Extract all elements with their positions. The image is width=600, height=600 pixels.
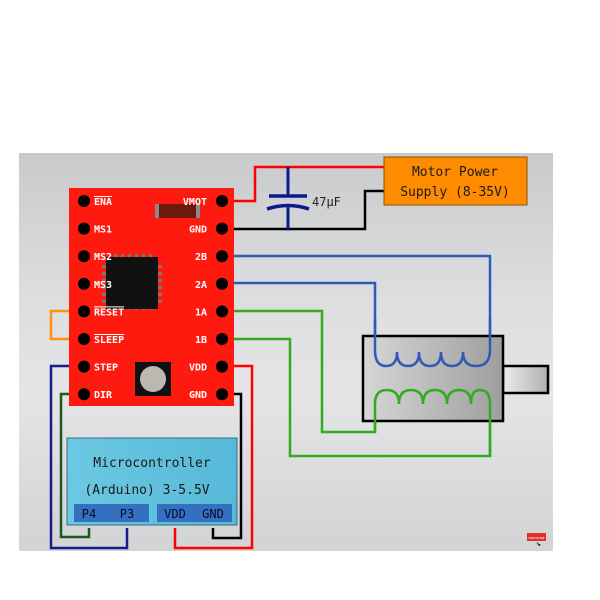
capacitor-label: 47µF [312,195,341,209]
power-supply-line1: Motor Power [412,165,498,180]
pin-label-ms2: MS2 [94,252,112,263]
pin-label-ena: ENA [94,197,112,208]
pin-2b-2[interactable] [216,250,228,263]
pin-label-1b: 1B [195,335,207,346]
pin-reset[interactable] [78,305,90,318]
subscribe-label: SUBSCRIBE [528,536,544,540]
cursor-icon [536,542,541,546]
capacitor: 47µF [266,194,341,211]
power-supply-line2: Supply (8-35V) [400,185,510,200]
wire-reset-sleep [49,309,84,341]
microcontroller: Microcontroller (Arduino) 3-5.5V P4 P3 V… [66,437,238,526]
coil-a [373,388,492,456]
pin-label-vmot: VMOT [183,197,207,208]
wire-gnd-motor [222,189,386,231]
wire-step [49,364,129,550]
pin-vmot-0[interactable] [216,195,228,207]
pin-ms1[interactable] [78,222,90,235]
wire-dir [59,392,91,539]
pin-gnd-7[interactable] [216,388,228,401]
pin-label-ms1: MS1 [94,225,112,236]
pin-2a-3[interactable] [216,277,228,290]
subscribe-badge[interactable]: SUBSCRIBE [527,533,546,546]
resistor [155,204,200,218]
pin-vdd-6[interactable] [216,360,228,373]
wire-vdd [173,364,254,550]
pin-gnd-1[interactable] [216,222,228,235]
pin-ms3[interactable] [78,277,90,290]
mcu-pin-strip-right [157,504,232,522]
pin-label-ms3: MS3 [94,280,112,291]
wire-2a [222,281,377,355]
pin-1a-4[interactable] [216,305,228,318]
wire-vmot [222,165,386,203]
mcu-pin-gnd: GND [202,507,224,521]
pin-dir[interactable] [78,388,90,401]
pin-label-reset: RESET [94,307,124,318]
motor-shaft [501,364,550,395]
capacitor-plate-bottom [266,203,310,211]
pin-label-2a: 2A [195,280,207,291]
pin-ms2[interactable] [78,250,90,263]
mcu-subtitle: (Arduino) 3-5.5V [84,483,209,498]
pin-label-step: STEP [94,363,118,374]
pin-label-vdd: VDD [189,363,207,374]
pin-label-gnd: GND [189,225,207,236]
mcu-pin-p4: P4 [82,507,96,521]
mcu-pin-vdd: VDD [164,507,186,521]
wire-gnd-logic [211,392,243,540]
mcu-pin-strip-left [74,504,149,522]
pin-label-1a: 1A [195,307,207,318]
pin-ena[interactable] [78,195,90,207]
pin-label-dir: DIR [94,390,113,401]
pin-label-2b: 2B [195,252,207,263]
pin-label-sleep: SLEEP [94,335,124,346]
pin-step[interactable] [78,360,90,373]
mcu-title: Microcontroller [93,456,211,471]
pin-1b-5[interactable] [216,333,228,345]
pin-label-gnd: GND [189,390,207,401]
pin-sleep[interactable] [78,333,90,345]
mcu-pin-p3: P3 [120,507,134,521]
reset-button[interactable] [140,366,166,392]
motor-power-supply: Motor Power Supply (8-35V) [383,156,528,206]
motor-body [361,334,505,423]
driver-chip [102,254,162,310]
wire-1a [222,309,377,434]
stepper-motor [361,318,550,456]
coil-b [373,318,492,368]
